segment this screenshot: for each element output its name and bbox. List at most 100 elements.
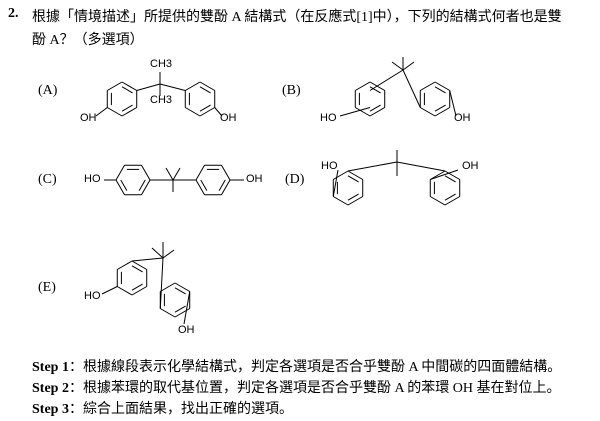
benzene-ring-bond	[333, 170, 349, 180]
double-bond	[121, 104, 133, 112]
step-1: Step 1：根據線段表示化學結構式，判定各選項是否合乎雙酚 A 中間碳的四面體…	[32, 360, 562, 375]
structure-c-oh: OH	[246, 173, 263, 185]
double-bond	[434, 104, 446, 112]
bond	[136, 83, 161, 91]
double-bond	[444, 175, 456, 183]
bond	[396, 161, 446, 172]
benzene-ring-bond	[174, 282, 190, 292]
question-number: 2.	[8, 6, 19, 21]
benzene-ring-bond	[199, 81, 215, 91]
benzene-ring-bond	[185, 81, 201, 91]
benzene-ring-bond	[347, 196, 363, 206]
bond	[151, 247, 164, 259]
benzene-ring-bond	[174, 308, 190, 318]
benzene-ring-bond	[117, 260, 133, 270]
double-bond	[199, 104, 211, 112]
structure-d-oh: OH	[462, 160, 479, 172]
benzene-ring-bond	[131, 260, 147, 270]
structure-b-oh: OH	[454, 112, 471, 124]
structure-b-ho: HO	[320, 112, 337, 124]
double-bond	[369, 104, 381, 112]
benzene-ring-bond	[121, 81, 137, 91]
bond	[339, 107, 371, 117]
benzene-ring-bond	[195, 179, 205, 195]
structure-a-oh-right: OH	[220, 112, 237, 124]
bond	[347, 161, 398, 172]
double-bond	[347, 193, 359, 201]
bond	[430, 169, 459, 180]
benzene-ring-bond	[434, 107, 450, 117]
bond	[183, 291, 191, 325]
double-bond	[131, 265, 143, 273]
bond	[159, 83, 186, 91]
structure-d-ho: HO	[321, 160, 338, 172]
benzene-ring-bond	[333, 196, 349, 206]
option-a-label: (A)	[38, 83, 58, 98]
benzene-ring-bond	[141, 179, 151, 195]
benzene-ring-bond	[420, 107, 436, 117]
double-bond	[444, 193, 456, 201]
step-3: Step 3：綜合上面結果，找出正確的選項。	[32, 402, 293, 417]
benzene-ring-bond	[430, 170, 446, 180]
double-bond	[174, 287, 186, 295]
option-d-label: (D)	[285, 172, 305, 187]
step-2: Step 2：根據苯環的取代基位置，判定各選項是否合乎雙酚 A 的苯環 OH 基…	[32, 381, 561, 396]
option-e-label: (E)	[38, 280, 56, 295]
double-bond	[218, 179, 226, 191]
double-bond	[174, 305, 186, 313]
double-bond	[199, 86, 211, 94]
benzene-ring-bond	[355, 81, 371, 91]
bond	[162, 249, 175, 259]
benzene-ring-bond	[221, 165, 231, 181]
double-bond	[200, 179, 208, 191]
benzene-ring-bond	[121, 107, 137, 117]
bond	[402, 69, 421, 108]
benzene-ring-bond	[369, 107, 385, 117]
benzene-ring-bond	[434, 81, 450, 91]
benzene-ring-bond	[107, 107, 123, 117]
double-bond	[120, 179, 128, 191]
bond	[131, 257, 164, 262]
benzene-ring-bond	[444, 196, 460, 206]
structure-e-ho: HO	[84, 290, 101, 302]
structure-a-ch3-top: CH3	[150, 58, 173, 70]
bond	[391, 61, 404, 71]
benzene-ring-bond	[444, 170, 460, 180]
double-bond	[434, 86, 446, 94]
option-c-label: (C)	[38, 172, 57, 187]
benzene-ring-bond	[131, 286, 147, 296]
double-bond	[347, 175, 359, 183]
bond	[101, 286, 118, 295]
bond	[332, 169, 339, 197]
benzene-ring-bond	[199, 107, 215, 117]
benzene-ring-bond	[355, 107, 371, 117]
structure-e-oh: OH	[178, 324, 195, 336]
question-text-line2: 酚 A？（多選項）	[32, 33, 144, 48]
benzene-ring-bond	[195, 165, 205, 181]
question-text-line1: 根據「情境描述」所提供的雙酚 A 結構式（在反應式[1]中），下列的結構式何者也…	[32, 10, 562, 25]
benzene-ring-bond	[430, 196, 446, 206]
bond	[172, 167, 181, 181]
benzene-ring-bond	[160, 308, 176, 318]
bond	[159, 257, 164, 309]
structure-a-oh-left: OH	[80, 112, 97, 124]
benzene-ring-bond	[420, 81, 436, 91]
structure-a-ch3-bottom: CH3	[150, 94, 173, 106]
bond	[214, 107, 223, 117]
double-bond	[138, 179, 146, 191]
benzene-ring-bond	[160, 282, 176, 292]
benzene-ring-bond	[347, 170, 363, 180]
bond	[402, 61, 415, 71]
benzene-ring-bond	[107, 81, 123, 91]
benzene-ring-bond	[115, 179, 125, 195]
benzene-ring-bond	[117, 286, 133, 296]
option-b-label: (B)	[282, 83, 301, 98]
benzene-ring-bond	[221, 179, 231, 195]
structure-c-ho: HO	[84, 173, 101, 185]
double-bond	[121, 86, 133, 94]
double-bond	[131, 283, 143, 291]
bond	[165, 167, 174, 181]
bond	[449, 90, 457, 117]
benzene-ring-bond	[141, 165, 151, 181]
